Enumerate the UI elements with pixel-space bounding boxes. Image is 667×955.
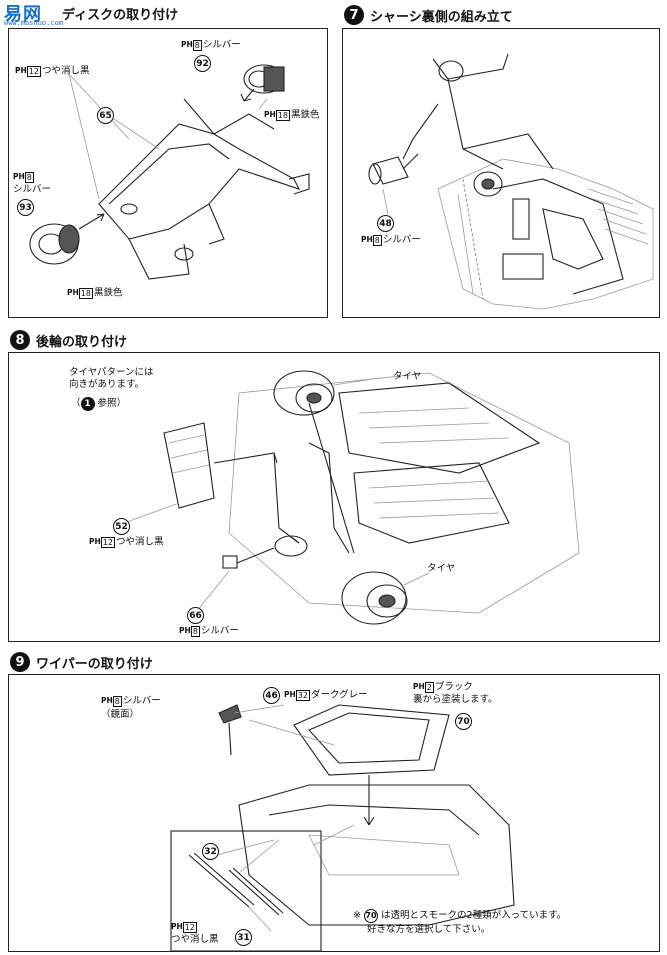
step9-footnote-line2: 好きな方を選択して下さい。: [367, 924, 491, 935]
watermark-url: www.moshuo.com: [4, 19, 64, 27]
watermark-logo: 易网 www.moshuo.com: [0, 0, 72, 28]
step7-title: シャーシ裏側の組み立て: [370, 9, 513, 25]
step8-header: 8 後輪の取り付け: [10, 330, 127, 350]
step8-tire-bottom-label: タイヤ: [427, 563, 456, 574]
part-number-93: 93: [17, 199, 34, 216]
step8-note-line1: タイヤパターンには: [69, 367, 154, 378]
part-number-70: 70: [455, 713, 472, 730]
step9-header: 9 ワイパーの取り付け: [10, 652, 153, 672]
step9-number: 9: [10, 652, 30, 672]
part-number-65: 65: [97, 107, 114, 124]
step8-note-line2: 向きがあります。: [69, 379, 145, 390]
step9-footnote-line1: ※ 70 は透明とスモークの2種類が入っています。: [353, 909, 567, 923]
step6-title: ディスクの取り付け: [62, 8, 179, 23]
step8-number: 8: [10, 330, 30, 350]
part-number-52: 52: [113, 518, 130, 535]
step7-number: 7: [344, 5, 364, 25]
step9-illustration: [170, 704, 515, 952]
part-number-32: 32: [202, 843, 219, 860]
part-number-31: 31: [235, 929, 252, 946]
part-number-46: 46: [263, 687, 280, 704]
footnote-part-number-70: 70: [364, 909, 378, 923]
step8-tire-top-label: タイヤ: [393, 371, 422, 382]
step6-header: ディスクの取り付け: [62, 4, 178, 23]
step8-title: 後輪の取り付け: [36, 334, 128, 350]
step9-mirror-label: （鏡面）: [101, 709, 140, 720]
part-number-66: 66: [187, 607, 204, 624]
part-number-92: 92: [194, 55, 211, 72]
step8-note-ref: （1 参照）: [71, 397, 127, 411]
step7-illustration: [368, 53, 654, 310]
watermark-logo-text: 易网: [4, 4, 42, 25]
step9-title: ワイパーの取り付け: [36, 656, 153, 672]
step8-illustration: [123, 370, 580, 625]
part-number-48: 48: [377, 215, 394, 232]
step6-illustration: [29, 64, 310, 280]
step7-header: 7 シャーシ裏側の組み立て: [344, 5, 513, 25]
step9-back-paint-label: 裏から塗装します。: [413, 694, 498, 705]
